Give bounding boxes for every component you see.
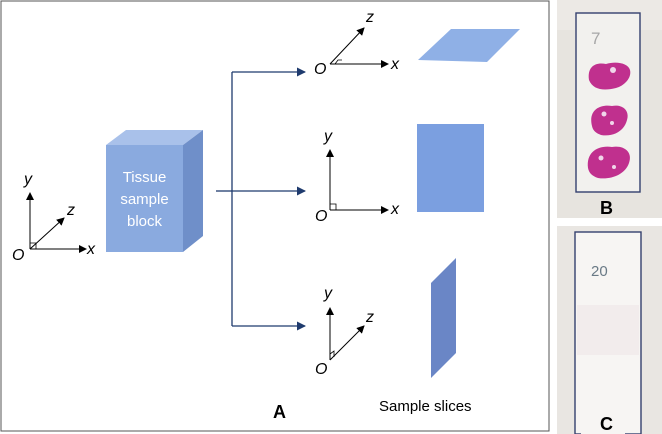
slide-b-label: 7 [591,29,600,48]
tissue-block: Tissue sample block [106,130,203,252]
axis-z-label: z [66,202,75,219]
sample-slices-caption: Sample slices [379,398,472,415]
origin-label-middle: O [315,208,327,225]
origin-label-top: O [314,61,326,78]
slice-frontal [417,124,484,212]
origin-label: O [12,247,24,264]
block-label-line2: sample [120,191,168,208]
axis-y-label: y [23,171,33,188]
panel-a-frame [1,1,549,431]
axis-y-label-middle: y [323,128,333,145]
block-label-line3: block [127,213,163,230]
panel-a-letter: A [273,402,286,422]
panel-b-photo: 7 [557,0,662,218]
panel-c-letter: C [600,414,613,434]
axis-x-label-middle: x [390,201,400,218]
origin-label-bottom: O [315,361,327,378]
axis-x-label-top: x [390,56,400,73]
axis-y-label-bottom: y [323,285,333,302]
axis-x-label: x [86,241,96,258]
panel-c-photo: 20 [557,226,662,434]
panel-b-letter: B [600,198,613,218]
block-label-line1: Tissue [123,169,167,186]
slide-c-label: 20 [591,263,608,280]
axis-z-label-top: z [365,9,374,26]
axis-z-label-bottom: z [365,309,374,326]
stained-sections [588,63,631,179]
